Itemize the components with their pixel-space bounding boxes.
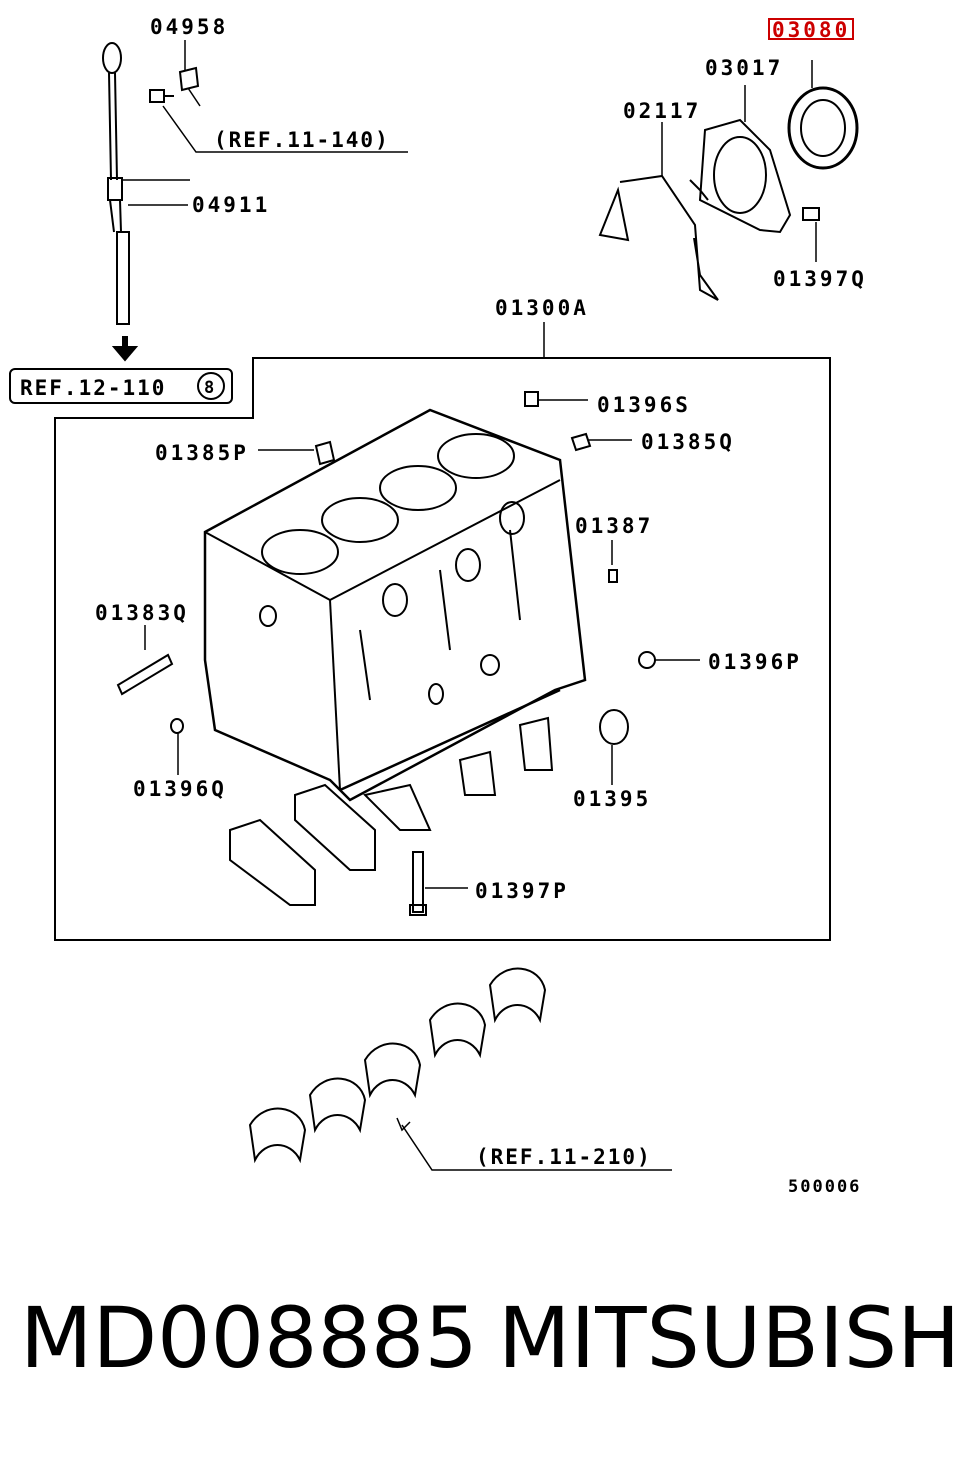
ref-12-110-arrow	[111, 336, 139, 362]
ref-12-110-box	[9, 368, 233, 404]
label-01385q: 01385Q	[641, 430, 735, 454]
ref-12-110[interactable]: REF.12-110	[20, 376, 166, 400]
label-03080: 03080	[772, 18, 850, 42]
label-01387: 01387	[575, 514, 653, 538]
seal-retainer-drawing	[689, 85, 820, 262]
diagram-code: 500006	[788, 1177, 861, 1197]
label-04911: 04911	[192, 193, 270, 217]
bearing-shells-drawing	[248, 967, 547, 1164]
bearing-caps-drawing	[229, 716, 554, 906]
block-frame	[54, 357, 831, 941]
label-01396p: 01396P	[708, 650, 802, 674]
label-02117: 02117	[623, 99, 701, 123]
brand-name: MITSUBISHI	[498, 1289, 960, 1387]
ref-11-210-leader	[401, 1124, 672, 1171]
label-03017: 03017	[705, 56, 783, 80]
gasket-drawing	[598, 122, 719, 301]
dipstick-drawing	[102, 42, 190, 325]
label-01395: 01395	[573, 787, 651, 811]
label-01397q: 01397Q	[773, 267, 867, 291]
cylinder-block-drawing	[203, 408, 587, 802]
part-number: MD008885	[20, 1289, 478, 1387]
bracket-drawing	[149, 40, 201, 107]
label-01396q: 01396Q	[133, 777, 227, 801]
ref-12-110-number: 8	[204, 378, 214, 398]
label-01383q: 01383Q	[95, 601, 189, 625]
label-04958: 04958	[150, 15, 228, 39]
label-01300a: 01300A	[495, 296, 589, 320]
ref-11-210[interactable]: (REF.11-210)	[476, 1145, 652, 1169]
small-parts-drawing	[116, 391, 700, 916]
ref-11-140-leader	[162, 105, 408, 153]
highlight-box	[768, 18, 854, 40]
rear-oil-seal-drawing	[787, 60, 859, 170]
label-01397p: 01397P	[475, 879, 569, 903]
label-01396s: 01396S	[597, 393, 691, 417]
ref-12-110-circle	[197, 372, 225, 400]
ref-11-140[interactable]: (REF.11-140)	[214, 128, 390, 152]
label-01385p: 01385P	[155, 441, 249, 465]
